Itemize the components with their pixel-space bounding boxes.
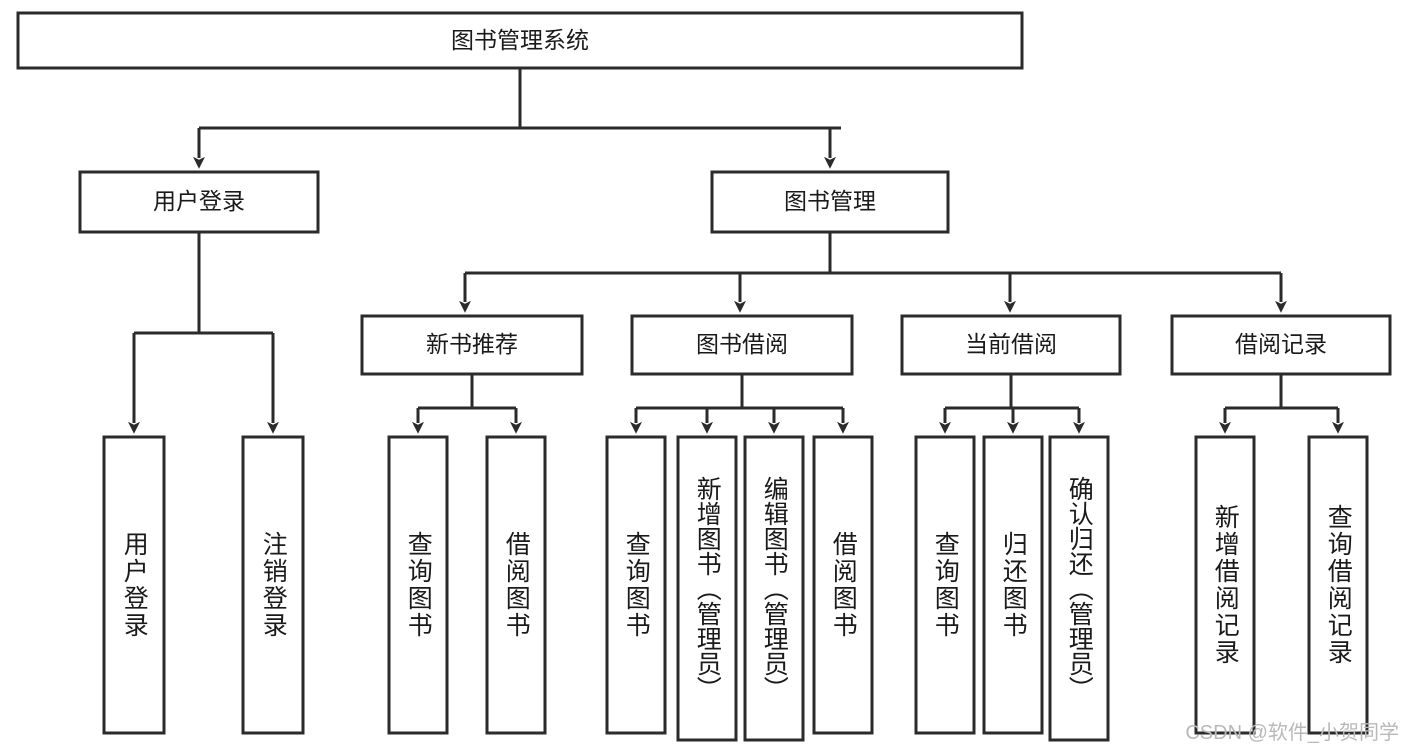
node-borrow-record-label: 借阅记录: [1235, 331, 1327, 357]
connector-user-login-children: [128, 232, 279, 434]
node-new-book-recommend[interactable]: 新书推荐: [360, 314, 584, 376]
node-root-label: 图书管理系统: [451, 27, 589, 53]
leaf-query-book-2-box[interactable]: [605, 435, 667, 735]
node-user-login[interactable]: 用户登录: [78, 170, 320, 234]
node-borrow-record[interactable]: 借阅记录: [1170, 314, 1392, 376]
connector-book-borrow-children: [630, 374, 849, 434]
leaf-add-record-box[interactable]: [1194, 435, 1256, 735]
connector-book-management-children: [459, 232, 1287, 313]
node-book-management-label: 图书管理: [784, 188, 876, 214]
node-user-login-box[interactable]: [78, 170, 320, 234]
connector-new-book-recommend-children: [412, 374, 522, 434]
node-user-login-label: 用户登录: [153, 188, 245, 214]
leaf-confirm-return-box[interactable]: [1048, 435, 1110, 742]
node-new-book-recommend-label: 新书推荐: [426, 331, 518, 357]
node-current-borrow-box[interactable]: [900, 314, 1122, 376]
connector-current-borrow-children: [939, 374, 1085, 434]
leaf-query-book-1-box[interactable]: [387, 435, 449, 735]
node-book-borrow-box[interactable]: [630, 314, 854, 376]
connector-borrow-record-children: [1219, 374, 1344, 434]
node-book-management-box[interactable]: [710, 170, 950, 234]
node-book-borrow-label: 图书借阅: [696, 331, 788, 357]
leaf-query-book-3-box[interactable]: [914, 435, 976, 735]
watermark-text: CSDN @软件_小贺同学: [1185, 722, 1399, 744]
leaf-edit-book-box[interactable]: [743, 435, 805, 742]
leaf-add-book-box[interactable]: [676, 435, 738, 742]
leaf-borrow-book-2-box[interactable]: [812, 435, 874, 735]
node-root[interactable]: 图书管理系统: [16, 11, 1024, 70]
leaf-query-record-box[interactable]: [1307, 435, 1369, 735]
node-current-borrow-label: 当前借阅: [965, 331, 1057, 357]
node-current-borrow[interactable]: 当前借阅: [900, 314, 1122, 376]
node-book-management[interactable]: 图书管理: [710, 170, 950, 234]
leaf-return-book-box[interactable]: [982, 435, 1044, 735]
node-book-borrow[interactable]: 图书借阅: [630, 314, 854, 376]
node-borrow-record-box[interactable]: [1170, 314, 1392, 376]
leaf-borrow-book-1-box[interactable]: [485, 435, 547, 735]
node-root-box[interactable]: [16, 11, 1024, 70]
leaf-user-logout-box[interactable]: [241, 435, 305, 735]
node-new-book-recommend-box[interactable]: [360, 314, 584, 376]
connector-root-to-level2: [193, 68, 841, 169]
leaf-user-login-box[interactable]: [102, 435, 166, 735]
